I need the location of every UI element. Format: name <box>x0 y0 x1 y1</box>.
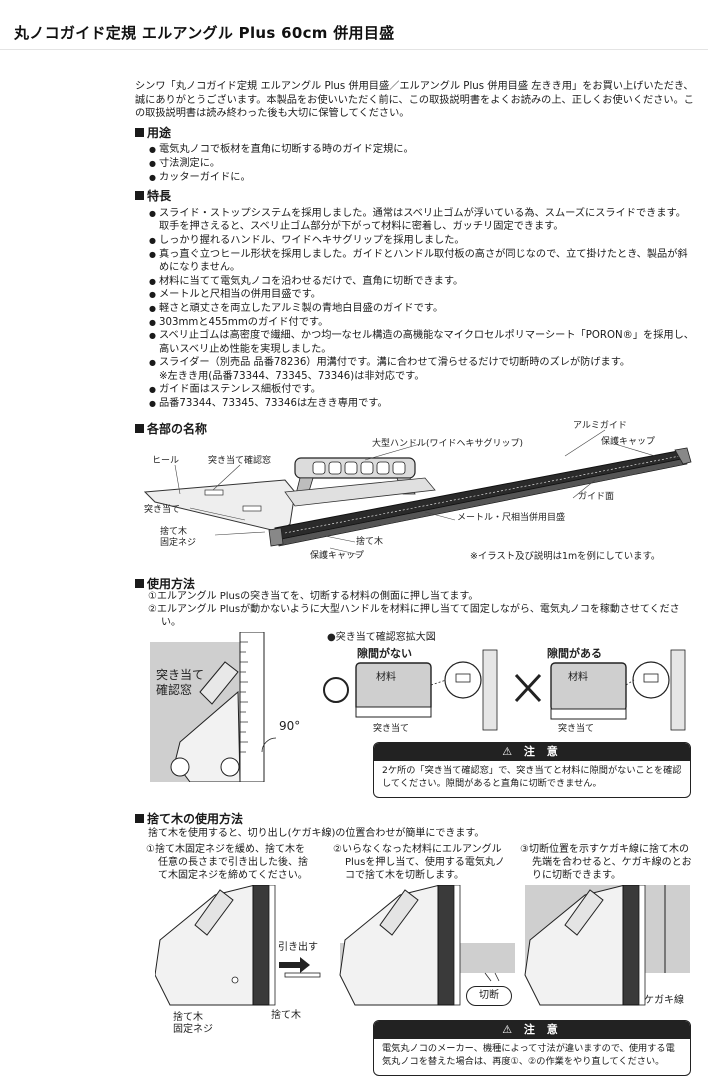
handle-icon <box>199 661 239 705</box>
caution-box-2: ⚠ 注 意 電気丸ノコのメーカー、機種によって寸法が違いますので、使用する電気丸… <box>373 1020 691 1076</box>
manual-document: シンワ「丸ノコガイド定規 エルアングル Plus 併用目盛／エルアングル Plu… <box>135 80 695 419</box>
list-item: 真っ直ぐ立つヒール形状を採用しました。ガイドとハンドル取付板の高さが同じなので、… <box>149 248 695 275</box>
handle-icon <box>379 889 419 936</box>
label-material-2: 材料 <box>568 672 588 683</box>
label-aluminum-guide: アルミガイド <box>573 421 627 431</box>
ruler-icon <box>437 885 455 1006</box>
section-heading-features: 特長 <box>135 189 695 204</box>
waste-intro: 捨て木を使用すると、切り出し(ケガキ線)の位置合わせが簡単にできます。 <box>148 828 485 839</box>
list-item: 軽さと頑丈さを両立したアルミ製の青地白目盛のガイドです。 <box>149 302 695 316</box>
window-icon <box>204 489 224 496</box>
ruler-icon <box>239 632 265 782</box>
waste-step-3: ③切断位置を示すケガキ線に捨て木の先端を合わせると、ケガキ線のとおりに切断できま… <box>520 844 692 881</box>
list-item: メートルと尺相当の併用目盛です。 <box>149 288 695 302</box>
label-stopper: 突き当て <box>144 505 181 515</box>
list-item: カッターガイドに。 <box>149 171 695 185</box>
caution-text: 電気丸ノコのメーカー、機種によって寸法が違いますので、使用する電気丸ノコを替えた… <box>382 1043 675 1067</box>
screw-icon <box>231 976 239 984</box>
arrow-right-icon <box>279 957 310 973</box>
grip-icon <box>312 461 406 475</box>
caution-title: ⚠ 注 意 <box>374 1021 690 1039</box>
caution-title: ⚠ 注 意 <box>374 743 690 761</box>
label-stopper-1: 突き当て <box>373 724 410 734</box>
list-item: 303mmと455mmのガイド付です。 <box>149 316 695 330</box>
list-item: 寸法測定に。 <box>149 157 695 171</box>
caution-box-1: ⚠ 注 意 2ケ所の「突き当て確認窓」で、突き当てと材料に隙間がないことを確認し… <box>373 742 691 798</box>
list-item: スライド・ストップシステムを採用しました。通常はスベリ止ゴムが浮いている為、スム… <box>149 207 695 234</box>
section-heading-waste-wood: 捨て木の使用方法 <box>135 810 243 827</box>
window-circle-icon <box>220 757 240 777</box>
label-marking-line: ケガキ線 <box>644 995 684 1006</box>
slider-note: ※左きき用(品番73344、73345、73346)は非対応です。 <box>159 370 425 382</box>
label-window: 突き当て確認窓 <box>208 456 272 466</box>
label-scale: メートル・尺相当併用目盛 <box>457 513 566 523</box>
parts-diagram <box>143 429 692 556</box>
label-guide-face: ガイド面 <box>578 492 615 502</box>
square-bullet-icon <box>135 814 144 823</box>
page-title: 丸ノコガイド定規 エルアングル Plus 60cm 併用目盛 <box>14 24 395 42</box>
end-cap-icon <box>674 447 692 465</box>
material-box <box>355 662 432 712</box>
label-handle: 大型ハンドル(ワイドヘキサグリップ) <box>372 439 524 449</box>
label-window-big: 突き当て 確認窓 <box>156 668 205 697</box>
list-item: スベリ止ゴムは高密度で繊細、かつ均一なセル構造の高機能なマイクロセルポリマーシー… <box>149 329 695 356</box>
section-heading-how-to: 使用方法 <box>135 575 195 592</box>
waste-illustrations <box>155 885 690 1006</box>
list-item: スライダー（別売品 品番78236）用溝付です。溝に合わせて滑らせるだけで切断時… <box>149 356 695 383</box>
end-cap-icon <box>268 527 284 547</box>
how-to-steps: ①エルアングル Plusの突き当てを、切断する材料の側面に押し当てます。 ②エル… <box>148 590 693 629</box>
square-bullet-icon <box>135 127 144 137</box>
label-wood: 捨て木 <box>271 1010 301 1021</box>
label-screw: 捨て木 固定ネジ <box>160 527 197 548</box>
label-gap: 隙間がある <box>547 647 602 660</box>
ng-cross-icon <box>514 673 542 703</box>
list-item: ガイド面はステンレス細板付です。 <box>149 383 695 397</box>
label-material-1: 材料 <box>376 672 396 683</box>
handle-icon <box>194 889 234 936</box>
list-item: しっかり握れるハンドル、ワイドヘキサグリップを採用しました。 <box>149 234 695 248</box>
material-box <box>550 662 627 712</box>
label-cap-top: 保護キャップ <box>601 437 656 447</box>
list-item: 品番73344、73345、73346は左きき専用です。 <box>149 397 695 411</box>
intro-paragraph: シンワ「丸ノコガイド定規 エルアングル Plus 併用目盛／エルアングル Plu… <box>135 81 694 120</box>
handle-icon <box>564 889 604 936</box>
list-item: 材料に当てて電気丸ノコを沿わせるだけで、直角に切断できます。 <box>149 275 695 289</box>
list-item: 電気丸ノコで板材を直角に切断する時のガイド定規に。 <box>149 143 695 157</box>
title-bar: 丸ノコガイド定規 エルアングル Plus 60cm 併用目盛 <box>0 0 708 50</box>
section-heading-usage: 用途 <box>135 126 695 141</box>
label-stopper-2: 突き当て <box>558 724 595 734</box>
square-bullet-icon <box>135 579 144 588</box>
features-list: スライド・ストップシステムを採用しました。通常はスベリ止ゴムが浮いている為、スム… <box>149 207 695 411</box>
waste-wood-strip <box>284 972 321 978</box>
label-heel: ヒール <box>152 456 180 466</box>
how-to-step-1: ①エルアングル Plusの突き当てを、切断する材料の側面に押し当てます。 <box>148 591 479 602</box>
label-cut: 切断 <box>466 986 512 1006</box>
parts-note: ※イラスト及び説明は1mを例にしています。 <box>470 551 661 562</box>
square-bullet-icon <box>135 424 144 433</box>
ruler-icon <box>252 885 270 1006</box>
ruler-icon <box>622 885 640 1006</box>
how-to-step-2: ②エルアングル Plusが動かないように大型ハンドルを材料に押し当てて固定しなが… <box>148 604 680 628</box>
zoom-diagrams <box>323 649 686 731</box>
base-plate <box>143 479 296 533</box>
label-pull: 引き出す <box>278 942 318 953</box>
angle-label: 90° <box>279 719 301 733</box>
caution-text: 2ケ所の「突き当て確認窓」で、突き当てと材料に隙間がないことを確認してください。… <box>382 765 682 789</box>
usage-list: 電気丸ノコで板材を直角に切断する時のガイド定規に。 寸法測定に。 カッターガイド… <box>149 143 695 184</box>
label-screw-2: 捨て木 固定ネジ <box>173 1012 213 1035</box>
label-cap-bottom: 保護キャップ <box>310 551 365 561</box>
waste-step-1: ①捨て木固定ネジを緩め、捨て木を任意の長さまで引き出した後、捨て木固定ネジを締め… <box>146 844 308 881</box>
label-no-gap: 隙間がない <box>357 647 412 660</box>
label-waste-wood: 捨て木 <box>356 537 384 547</box>
window-circle-icon <box>170 757 190 777</box>
zoom-title: ●突き当て確認窓拡大図 <box>327 632 436 643</box>
usage-illustration <box>150 632 277 782</box>
window-icon <box>242 505 262 512</box>
section-heading-parts: 各部の名称 <box>135 420 207 437</box>
ok-circle-icon <box>323 677 349 703</box>
waste-step-2: ②いらなくなった材料にエルアングルPlusを押し当て、使用する電気丸ノコで捨て木… <box>333 844 505 881</box>
square-bullet-icon <box>135 191 144 201</box>
